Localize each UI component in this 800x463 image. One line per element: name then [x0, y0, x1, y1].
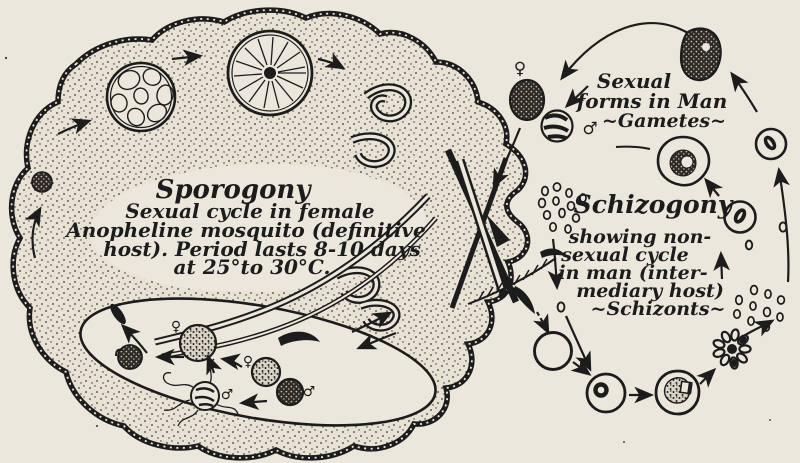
arrow-merozoites-up-right: [773, 166, 790, 283]
female-gamete-2: [250, 356, 282, 388]
female-symbol: ♀: [514, 59, 526, 79]
oocyst-young-wall: [31, 171, 53, 193]
male-symbol: ♂: [582, 119, 597, 139]
arrow-rbc-to-ring: [570, 357, 592, 376]
gametocyte-male: [540, 109, 574, 143]
sporogony-line-3: host). Period lasts 8-10 days: [103, 237, 421, 261]
schizogony-title: Schizogony: [574, 190, 734, 219]
arrow-rosette-to-merozoites: [741, 319, 775, 338]
sporogony-title: Sporogony: [156, 175, 313, 205]
arrow-merozoites-up-left: [713, 250, 731, 280]
ookinete: [110, 303, 126, 325]
arrow-burst-to-glands: [317, 52, 346, 70]
arrow-zygote-up-1: [206, 354, 222, 376]
macrogamete-female: [178, 323, 218, 363]
male-symbol: ♂: [303, 384, 316, 400]
arrow-label-down: [547, 238, 565, 291]
female-symbol: ♀: [171, 319, 181, 335]
sporozoite: [504, 280, 535, 314]
uninfected-rbc: [533, 331, 573, 371]
arrow-tube-forward: [351, 311, 393, 333]
proboscis: [445, 148, 519, 309]
arrow-zygote-up-2: [219, 353, 243, 370]
merozoites-cluster-right: [732, 284, 786, 333]
arrow-gametes-left: [238, 393, 268, 411]
sporogony-line-1: Sexual cycle in female: [125, 199, 374, 223]
caption-panel: [90, 163, 426, 293]
young-oocyst: [115, 344, 143, 370]
antenna: [467, 248, 566, 305]
male-symbol: ♂: [221, 387, 234, 403]
arrow-gametes-to-proboscis: [492, 127, 522, 189]
gametes-label: Sexual forms in Man ~Gametes~: [575, 69, 728, 132]
schizogony-label: Schizogony showing non- sexual cycle in …: [558, 190, 733, 320]
schizogony-line-4: mediary host): [576, 280, 724, 302]
gametes-line-3: ~Gametes~: [602, 110, 726, 132]
female-symbol: ♀: [243, 354, 253, 370]
merozoites-cluster-left: [537, 182, 587, 234]
arrow-to-ookinete: [120, 323, 148, 354]
arrow-sporozoite-to-rbc: [533, 311, 550, 335]
gametocyte-mature: [679, 27, 722, 82]
arrow-ring-to-gametocyte: [730, 71, 758, 113]
gametes-line-1: Sexual: [597, 69, 672, 93]
oocyst-bursting: [226, 29, 314, 117]
arrow-oocyst-to-burst: [171, 49, 204, 67]
gametocyte-female: [508, 78, 546, 122]
schizogony-line-3: in man (inter-: [558, 262, 707, 284]
schizont-rosette: [712, 328, 752, 370]
sporogony-line-2: Anopheline mosquito (definitive: [64, 218, 426, 242]
trophozoite-in-rbc: [656, 135, 711, 187]
arrow-ring-to-trophozoite: [704, 177, 724, 199]
microgametocyte-dark: [275, 377, 305, 407]
schizogony-line-2: sexual cycle: [560, 244, 689, 266]
gametes-line-2: forms in Man: [575, 89, 728, 113]
arrow-growing-to-rosette: [696, 367, 717, 388]
arrow-to-sporoblast-oocyst: [57, 118, 92, 135]
gizzard-crescent: [278, 331, 320, 346]
schizogony-line-1: showing non-: [568, 226, 712, 248]
arrow-label-to-male: [564, 85, 589, 109]
ring-stage-rbc-top: [754, 127, 788, 161]
growing-trophozoite: [654, 369, 701, 416]
sporogony-line-4: at 25°to 30°C.: [174, 255, 331, 279]
sporogony-label: Sporogony Sexual cycle in female Anophel…: [64, 175, 426, 279]
line-trophozoite-link: [615, 145, 651, 150]
arrow-wall-to-oocyst: [24, 206, 42, 259]
young-ring-stage: [585, 372, 627, 414]
arrow-gametocyte-to-female: [560, 22, 689, 81]
arrow-tube-back: [356, 331, 397, 350]
ring-stage-rbc-mid: [723, 200, 757, 234]
paper-specks: [4, 56, 771, 443]
merozoites-free: [556, 221, 788, 313]
schizogony-line-5: ~Schizonts~: [591, 298, 726, 320]
oocyst-sporoblasts: [105, 61, 177, 133]
